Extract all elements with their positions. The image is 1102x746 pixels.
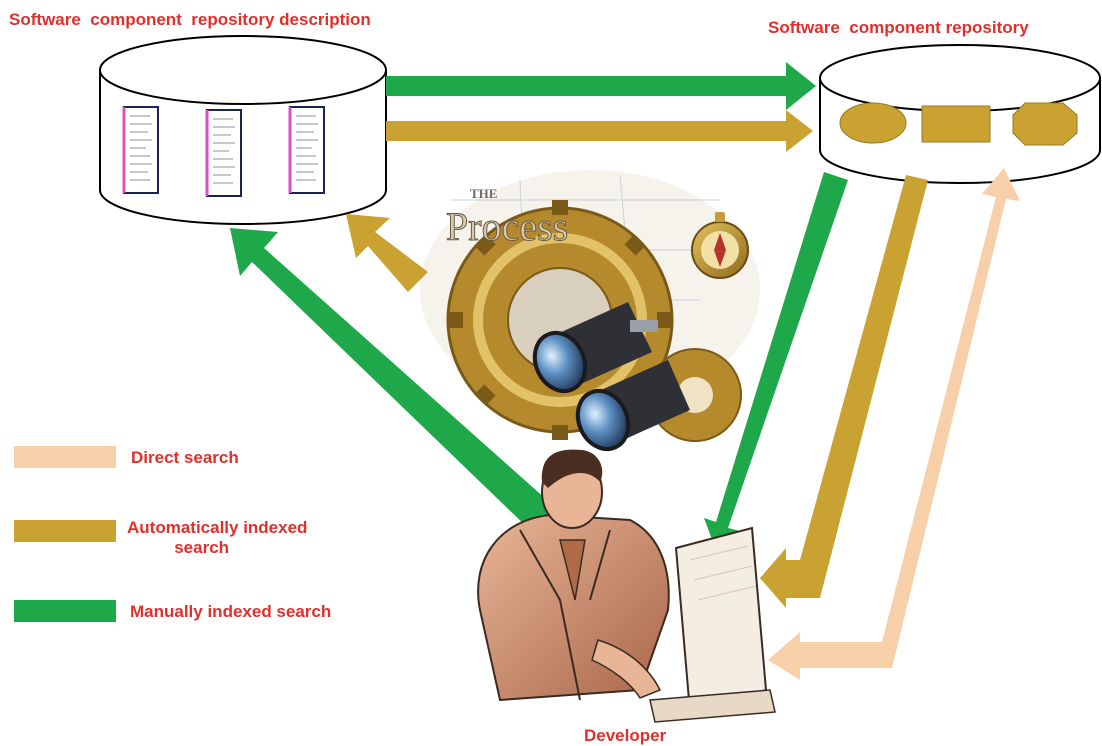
document-icon	[205, 109, 242, 197]
repository-label: Software component repository	[768, 18, 1029, 37]
legend-label-manual: Manually indexed search	[130, 602, 332, 621]
component-repository-database	[819, 44, 1101, 184]
auto-arrow-description-to-repository	[386, 110, 813, 152]
person-icon	[477, 449, 670, 702]
legend-swatch-manual	[14, 600, 116, 622]
binoculars-icon	[532, 302, 690, 452]
ellipse-component-icon	[839, 102, 907, 144]
octagon-component-icon	[1012, 102, 1078, 146]
rectangle-component-icon	[921, 105, 991, 143]
gear-icon	[446, 200, 674, 440]
computer-monitor-icon	[649, 526, 776, 723]
legend-label-auto: Automatically indexed search	[127, 518, 308, 558]
auto-arrow-process-to-description	[346, 214, 428, 292]
process-prefix-text: THE	[470, 186, 497, 201]
document-icon	[122, 106, 159, 194]
repository-description-label: Software component repository descriptio…	[9, 10, 371, 29]
developer-illustration	[477, 449, 776, 723]
legend-swatch-direct	[14, 446, 116, 468]
compass-icon	[691, 212, 749, 279]
process-title-text: Process	[446, 204, 568, 249]
document-icon	[288, 106, 325, 194]
legend-label-direct: Direct search	[131, 448, 239, 467]
direct-arrow-developer-to-repository	[768, 168, 1020, 680]
manual-arrow-developer-to-description	[230, 228, 556, 530]
developer-label: Developer	[584, 726, 667, 745]
manual-arrow-description-to-repository	[386, 62, 816, 110]
legend-swatch-auto	[14, 520, 116, 542]
repository-description-database	[99, 35, 387, 225]
auto-arrow-repository-to-developer	[760, 175, 928, 608]
process-illustration: THE Process	[420, 170, 760, 452]
manual-arrow-repository-to-developer	[704, 172, 848, 550]
